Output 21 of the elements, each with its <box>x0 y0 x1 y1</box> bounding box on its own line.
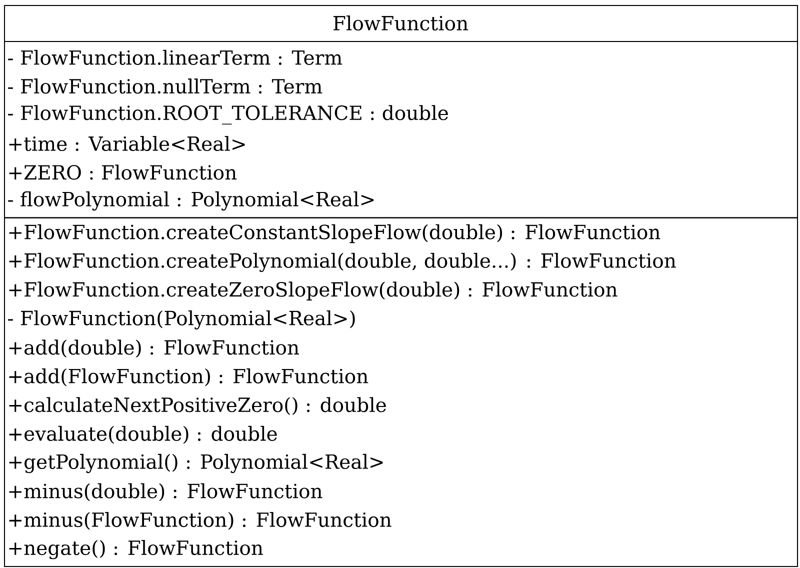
method-text: +calculateNextPositiveZero() : double <box>9 397 386 415</box>
attribute-text: +time : Variable<Real> <box>9 136 245 152</box>
method-text: +add(FlowFunction) : FlowFunction <box>9 368 368 386</box>
attribute-text: +ZERO : FlowFunction <box>9 164 237 180</box>
method-text: +FlowFunction.createPolynomial(double, double...) : FlowFunction <box>9 252 676 272</box>
compartment <box>4 217 798 567</box>
class-name: FlowFunction <box>334 15 468 31</box>
compartment <box>4 41 798 218</box>
method-text: +FlowFunction.createZeroSlopeFlow(double) : FlowFunction <box>9 282 618 301</box>
method-text: +negate() : FlowFunction <box>9 540 263 560</box>
method-text: +FlowFunction.createConstantSlopeFlow(double) : FlowFunction <box>9 224 660 244</box>
attribute-text: - FlowFunction.linearTerm : Term <box>8 50 342 65</box>
method-text: +add(double) : FlowFunction <box>9 340 299 358</box>
method-text: +minus(FlowFunction) : FlowFunction <box>9 512 392 530</box>
method-text: +getPolynomial() : Polynomial<Real> <box>9 454 383 474</box>
attribute-text: - flowPolynomial : Polynomial<Real> <box>8 191 374 211</box>
method-text: - FlowFunction(Polynomial<Real>) <box>8 310 355 330</box>
attribute-text: - FlowFunction.ROOT_TOLERANCE : double <box>8 105 448 124</box>
method-text: +minus(double) : FlowFunction <box>9 483 322 502</box>
attribute-text: - FlowFunction.nullTerm : Term <box>8 78 322 94</box>
method-text: +evaluate(double) : double <box>9 426 277 444</box>
